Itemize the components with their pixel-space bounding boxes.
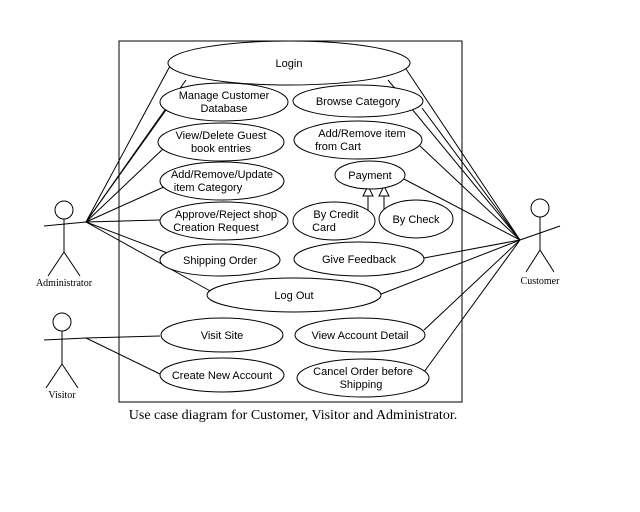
stick-figure-icon <box>43 200 87 277</box>
use-case-manage-customer-database: Manage Customer Database <box>159 82 289 122</box>
use-case-label-line2: from Cart <box>315 141 361 153</box>
use-case-label: Login <box>276 58 303 70</box>
actor-administrator: Administrator <box>36 200 93 289</box>
use-case-add-remove-item-from-cart: Add/Remove item from Cart <box>293 120 423 160</box>
use-case-cancel-order-before-shipping: Cancel Order before Shipping <box>296 358 430 398</box>
use-case-label: Browse Category <box>316 96 401 108</box>
generalization-arrows <box>362 184 390 210</box>
use-case-label: View Account Detail <box>311 330 408 342</box>
use-case-by-check: By Check <box>378 199 454 239</box>
actor-label: Administrator <box>36 278 93 289</box>
use-case-visit-site: Visit Site <box>160 317 284 353</box>
use-case-give-feedback: Give Feedback <box>293 241 425 277</box>
use-case-label: Create New Account <box>172 370 272 382</box>
assoc-customer-account-detail <box>423 239 521 331</box>
use-case-browse-category: Browse Category <box>292 84 424 118</box>
use-case-label-line2: Creation Request <box>173 222 259 234</box>
association-lines <box>85 65 521 375</box>
assoc-customer-cancel-order <box>423 239 521 373</box>
use-case-label: Payment <box>348 170 391 182</box>
use-case-payment: Payment <box>334 160 406 190</box>
use-case-label-line2: Card <box>312 222 336 234</box>
use-case-label-line1: By Credit <box>313 209 358 221</box>
assoc-customer-payment <box>401 177 521 241</box>
assoc-customer-logout <box>375 239 521 297</box>
stick-figure-icon <box>519 198 561 273</box>
use-case-label-line1: Add/Remove item <box>318 128 405 140</box>
assoc-visitor-visit-site <box>85 335 161 339</box>
use-case-by-credit-card: By Credit Card <box>292 201 376 241</box>
use-case-label-line1: Approve/Reject shop <box>175 209 277 221</box>
assoc-admin-shipping-order <box>85 221 171 255</box>
use-case-view-account-detail: View Account Detail <box>294 317 426 353</box>
use-case-shipping-order: Shipping Order <box>159 243 281 277</box>
assoc-admin-approve-shop <box>85 219 161 223</box>
generalization-check-head <box>378 184 390 197</box>
assoc-admin-login <box>85 65 171 223</box>
use-case-label-line1: View/Delete Guest <box>176 130 267 142</box>
use-case-label-line2: Database <box>200 103 247 115</box>
assoc-visitor-create-account <box>85 337 161 375</box>
use-case-label-line2: item Category <box>174 182 243 194</box>
use-case-label-line1: Manage Customer <box>179 90 270 102</box>
assoc-customer-feedback <box>423 239 521 259</box>
use-case-label: Log Out <box>274 290 313 302</box>
diagram-caption: Use case diagram for Customer, Visitor a… <box>129 408 457 423</box>
use-case-view-delete-guest-book: View/Delete Guest book entries <box>157 122 285 162</box>
stick-figure-icon <box>43 312 87 389</box>
generalization-credit-card-head <box>362 184 374 197</box>
assoc-admin-logout <box>85 221 213 293</box>
use-case-label: Shipping Order <box>183 255 257 267</box>
assoc-admin-manage-db <box>85 109 167 223</box>
use-case-label-line1: Cancel Order before <box>313 366 413 378</box>
use-case-label-line1: Add/Remove/Update <box>171 169 273 181</box>
use-case-label: By Check <box>392 214 440 226</box>
assoc-admin-guest-book <box>85 147 165 223</box>
actor-visitor: Visitor <box>43 312 87 401</box>
use-case-approve-reject-shop: Approve/Reject shop Creation Request <box>159 201 289 241</box>
use-case-login: Login <box>167 40 411 86</box>
use-case-label: Give Feedback <box>322 254 396 266</box>
assoc-admin-item-category <box>85 185 167 223</box>
use-case-label-line2: book entries <box>191 143 251 155</box>
use-case-add-remove-update-item-category: Add/Remove/Update item Category <box>159 161 285 201</box>
assoc-customer-cart <box>419 145 521 241</box>
actor-customer: Customer <box>519 198 561 287</box>
actor-label: Visitor <box>48 390 76 401</box>
actor-label: Customer <box>521 276 561 287</box>
use-case-log-out: Log Out <box>206 277 382 313</box>
use-case-label-line2: Shipping <box>340 379 383 391</box>
use-case-create-new-account: Create New Account <box>159 357 285 393</box>
assoc-customer-browse <box>421 107 521 241</box>
use-case-label: Visit Site <box>201 330 244 342</box>
